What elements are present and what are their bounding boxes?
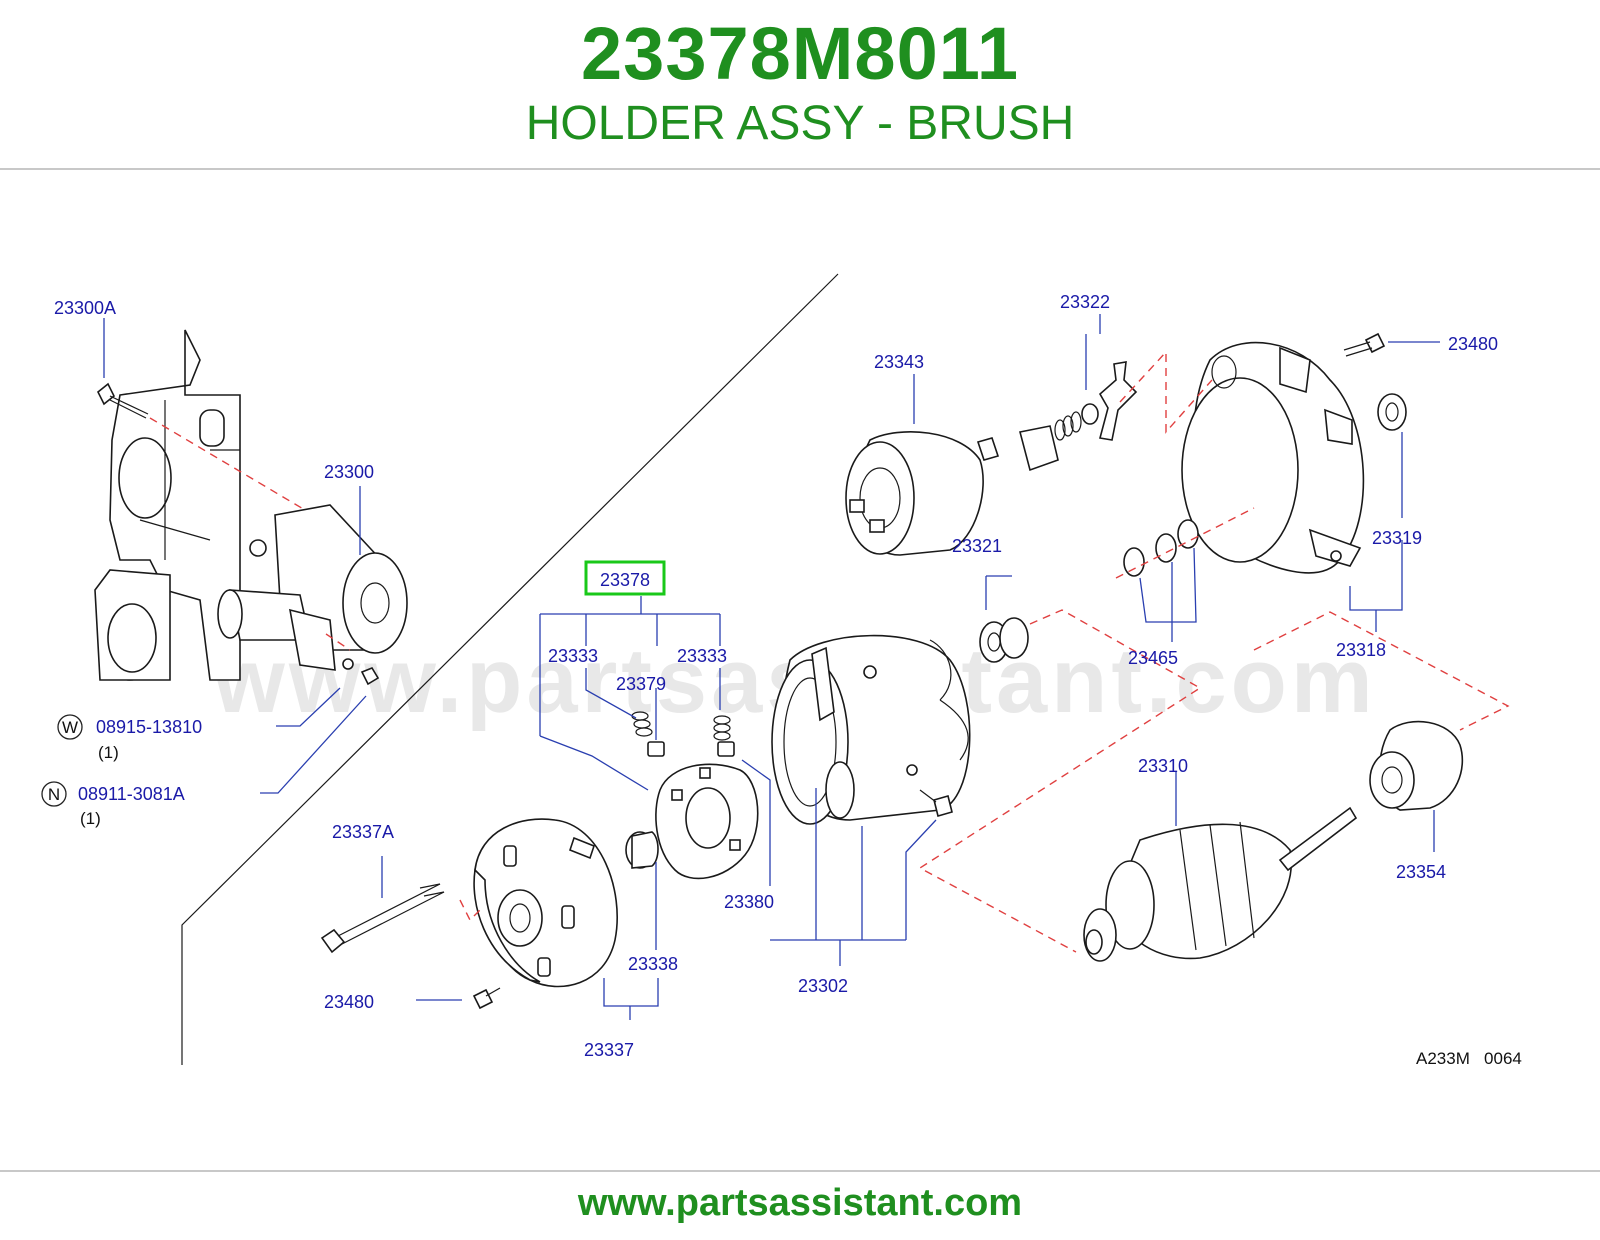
label-23337[interactable]: 23337 [584,1040,634,1060]
label-23338[interactable]: 23338 [628,954,678,974]
plunger-lever-23322-illustration [1019,361,1138,472]
pinion-23354-illustration [1369,720,1464,811]
bolt-23480-top-illustration [1343,332,1386,357]
brush-holder-plate-illustration [655,763,759,880]
label-w-code: W [62,718,78,737]
label-23480-bottom[interactable]: 23480 [324,992,374,1012]
label-23321[interactable]: 23321 [952,536,1002,556]
label-23480-top[interactable]: 23480 [1448,334,1498,354]
through-bolt-23337A-illustration [320,883,445,954]
label-23465[interactable]: 23465 [1128,648,1178,668]
label-23343[interactable]: 23343 [874,352,924,372]
label-23379[interactable]: 23379 [616,674,666,694]
screw-23480-bottom-illustration [472,987,501,1010]
bushing-23319-illustration [1377,393,1407,431]
part-name-subtitle: HOLDER ASSY - BRUSH [525,97,1075,150]
label-23333-right[interactable]: 23333 [677,646,727,666]
footer-divider [0,1170,1600,1172]
header-divider [0,168,1600,170]
leader-lines [103,314,1440,1020]
brush-springs-illustration [631,711,735,757]
label-23319[interactable]: 23319 [1372,528,1422,548]
rear-cover-23337-illustration [473,818,618,988]
washers-23465-illustration [1123,519,1199,577]
diagram-reference-code: A233M 0064 [1416,1049,1522,1068]
front-housing-23318-illustration [1181,341,1365,574]
part-number-title: 23378M8011 [581,12,1019,95]
label-23300[interactable]: 23300 [324,462,374,482]
label-23337A[interactable]: 23337A [332,822,394,842]
yoke-23302-illustration [771,634,971,825]
assembly-line-rear-cover [459,899,481,922]
engine-block-illustration [94,329,241,681]
page-header: 23378M8011 HOLDER ASSY - BRUSH [0,0,1600,168]
n-code-circle-icon [41,781,67,807]
label-23354[interactable]: 23354 [1396,862,1446,882]
bushing-23338-illustration [625,831,659,869]
bolt-23300A-illustration [96,382,149,419]
w-code-circle-icon [57,714,83,740]
label-23300A[interactable]: 23300A [54,298,116,318]
label-23318[interactable]: 23318 [1336,640,1386,660]
label-n-qty: (1) [80,809,101,828]
label-23310[interactable]: 23310 [1138,756,1188,776]
highlight-box-23378 [584,560,666,596]
assembly-dashed-lines [918,350,1510,953]
starter-motor-23300-illustration [217,504,408,686]
assembly-line-washer [325,633,351,651]
label-08915-13810[interactable]: 08915-13810 [96,717,202,737]
assembly-line-engine [149,417,306,511]
label-23333-left[interactable]: 23333 [548,646,598,666]
section-divider-line [181,273,839,1065]
label-23378-highlighted[interactable]: 23378 [600,570,650,590]
label-w-qty: (1) [98,743,119,762]
armature-23310-illustration [1083,806,1358,962]
footer-website-url[interactable]: www.partsassistant.com [577,1182,1023,1224]
label-23302[interactable]: 23302 [798,976,848,996]
label-23380[interactable]: 23380 [724,892,774,912]
solenoid-23343-illustration [845,431,1000,556]
seal-23321-illustration [979,617,1029,663]
label-n-code: N [48,785,60,804]
screw-yoke-illustration [919,789,953,817]
label-23322[interactable]: 23322 [1060,292,1110,312]
label-08911-3081A[interactable]: 08911-3081A [78,784,185,804]
